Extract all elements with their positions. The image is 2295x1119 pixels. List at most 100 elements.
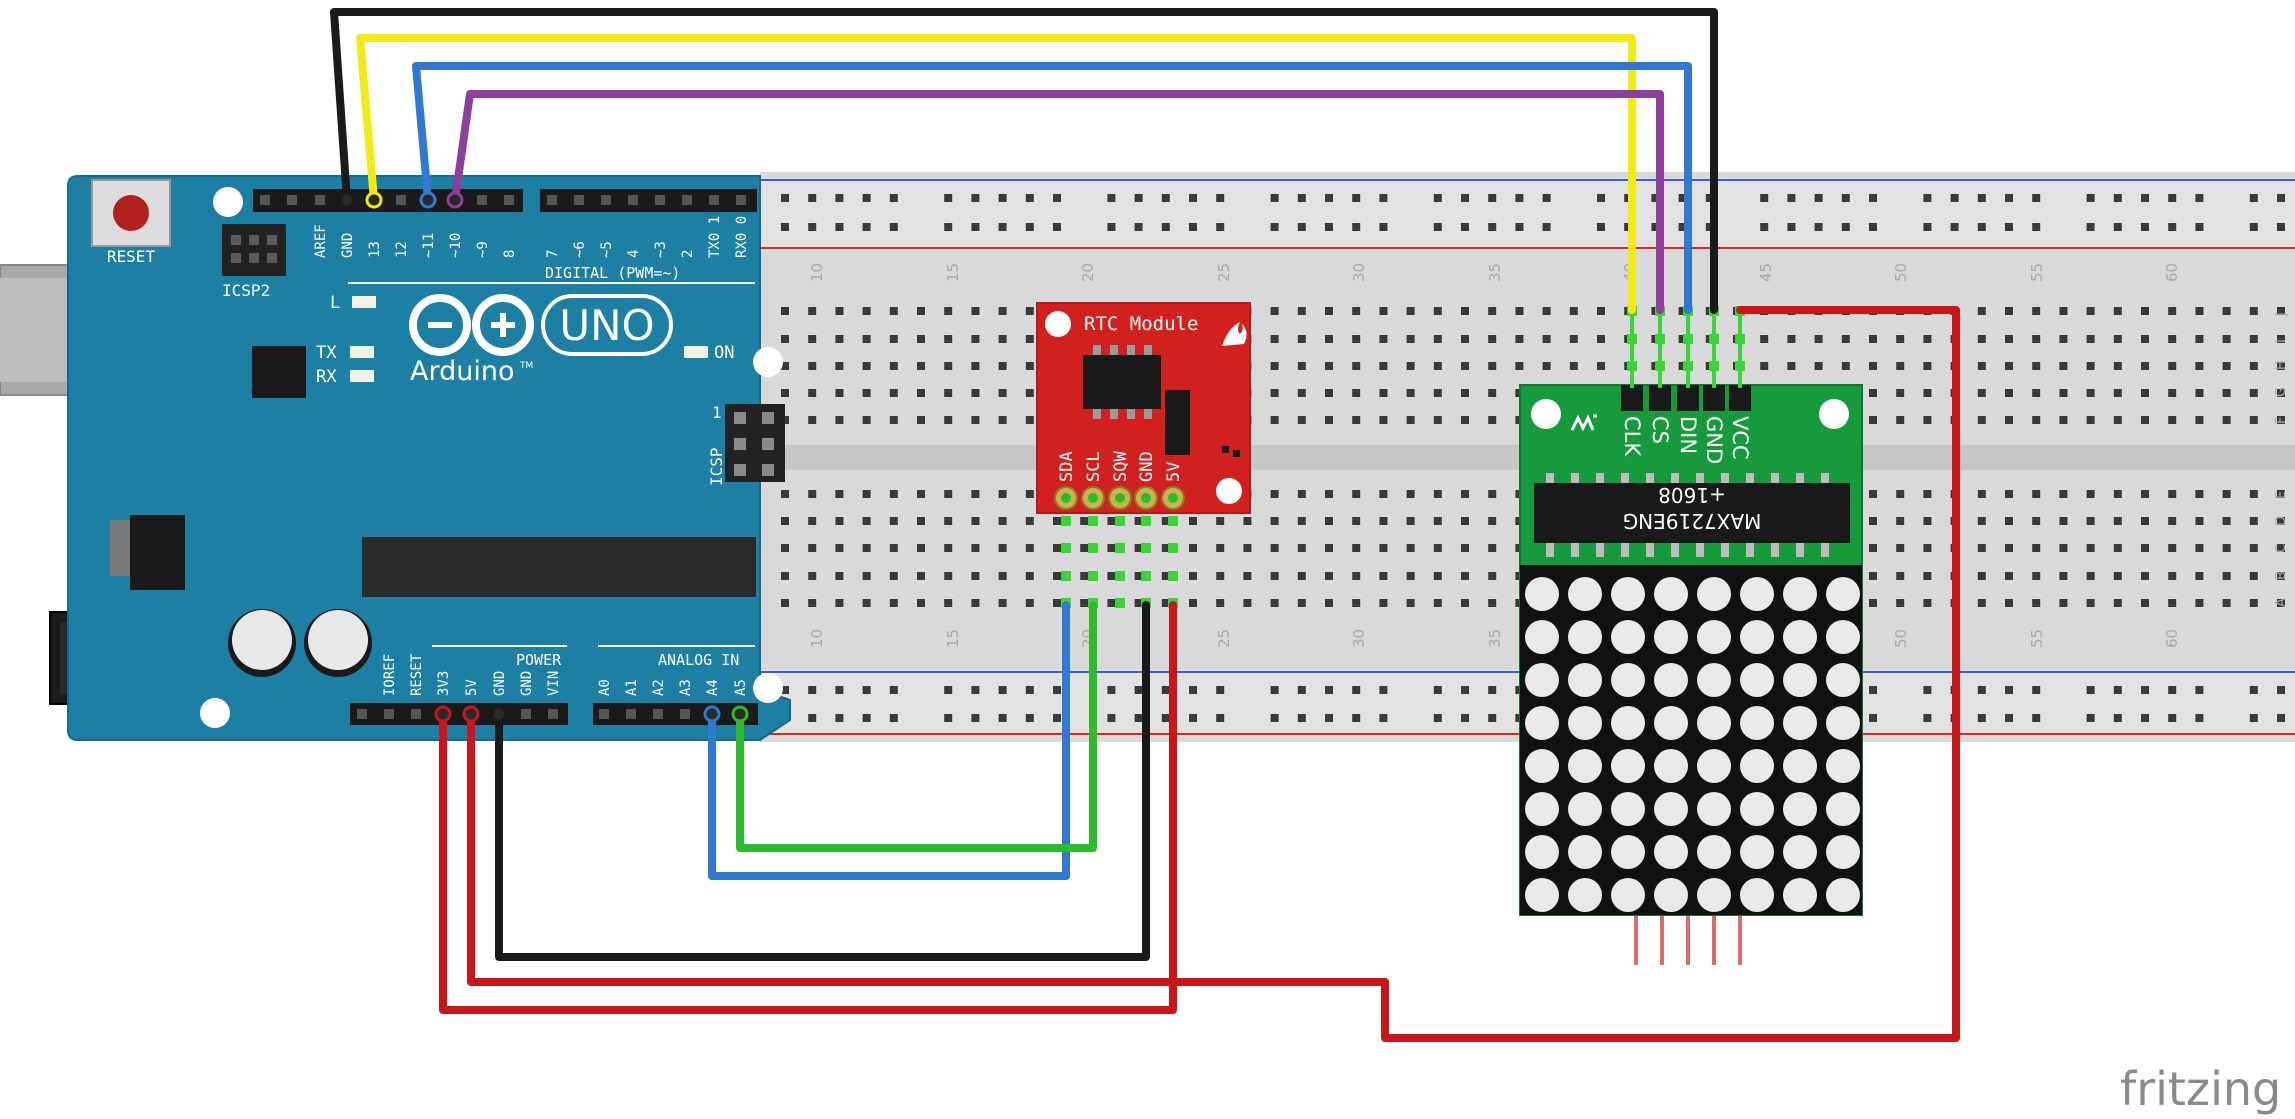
power-pin-label: GND — [519, 671, 535, 696]
chip-leg — [1721, 473, 1729, 483]
matrix-led — [1783, 620, 1817, 654]
breadboard-top-rail — [760, 178, 2295, 248]
matrix-pin-label: CLK — [1620, 416, 1644, 457]
terminal-hole — [1433, 490, 1442, 498]
icsp2-label: ICSP2 — [222, 281, 270, 300]
logo-infinity-left — [409, 294, 471, 356]
terminal-hole — [2059, 389, 2068, 397]
digital-pin — [396, 195, 406, 205]
rail-hole — [2168, 714, 2177, 722]
terminal-hole — [1406, 362, 1415, 370]
digital-pin — [504, 195, 514, 205]
reset-button[interactable] — [113, 195, 149, 231]
rtc-pins — [1054, 486, 1185, 510]
wire-end — [434, 705, 452, 723]
terminal-hole — [835, 544, 844, 552]
terminal-hole — [2168, 307, 2177, 315]
terminal-hole — [2249, 544, 2258, 552]
rail-hole — [1461, 686, 1469, 694]
rail-hole — [998, 194, 1007, 202]
matrix-led — [1740, 878, 1774, 912]
connected-hole — [1061, 543, 1071, 553]
matrix-leg — [1738, 880, 1742, 965]
rtc-smd-1 — [1222, 446, 1229, 453]
matrix-led — [1826, 792, 1860, 826]
terminal-hole — [1461, 307, 1469, 315]
terminal-hole — [2222, 517, 2231, 525]
chip-leg — [1696, 543, 1704, 557]
terminal-hole — [2005, 389, 2013, 397]
terminal-hole — [1080, 572, 1089, 580]
terminal-hole — [2277, 362, 2285, 370]
terminal-hole — [1053, 572, 1061, 580]
terminal-hole — [1297, 490, 1306, 498]
arduino-logo-text: Arduino — [410, 356, 514, 387]
terminal-hole — [835, 307, 844, 315]
connected-hole — [1115, 598, 1125, 608]
rail-hole — [1488, 194, 1497, 202]
matrix-led — [1654, 835, 1688, 869]
rail-hole — [2086, 223, 2095, 231]
analog-pin — [680, 709, 690, 719]
rail-hole — [944, 223, 953, 231]
terminal-hole — [1025, 335, 1034, 343]
terminal-hole — [1433, 389, 1442, 397]
terminal-hole — [889, 599, 898, 607]
terminal-hole — [889, 335, 898, 343]
terminal-hole — [1025, 307, 1034, 315]
terminal-hole — [781, 389, 789, 397]
terminal-hole — [2113, 335, 2122, 343]
terminal-hole — [1270, 362, 1279, 370]
terminal-hole — [2222, 572, 2231, 580]
terminal-hole — [1325, 307, 1333, 315]
rtc-title: RTC Module — [1084, 313, 1198, 335]
rail-hole — [1270, 194, 1279, 202]
terminal-hole — [2086, 389, 2095, 397]
connected-hole — [1141, 571, 1151, 581]
power-pin — [384, 709, 394, 719]
analog-pin-label: A4 — [705, 679, 721, 696]
terminal-hole — [889, 490, 898, 498]
rail-hole — [1270, 223, 1279, 231]
terminal-hole — [2059, 517, 2068, 525]
terminal-hole — [835, 416, 844, 424]
terminal-hole — [998, 389, 1007, 397]
sparkfun-flame-icon — [1222, 322, 1247, 346]
terminal-hole — [808, 572, 817, 580]
rail-hole — [2141, 223, 2149, 231]
terminal-hole — [1406, 335, 1415, 343]
terminal-hole — [1896, 490, 1905, 498]
terminal-hole — [2032, 544, 2041, 552]
terminal-hole — [1923, 416, 1932, 424]
rail-hole — [808, 686, 817, 694]
chip-leg — [1796, 473, 1804, 483]
terminal-hole — [1896, 517, 1905, 525]
rail-hole — [781, 223, 789, 231]
rail-hole — [2195, 686, 2204, 694]
rail-hole — [1379, 223, 1388, 231]
terminal-hole — [917, 307, 925, 315]
rail-hole — [1869, 223, 1877, 231]
matrix-led — [1783, 663, 1817, 697]
terminal-hole — [781, 362, 789, 370]
rtc-chip — [1083, 355, 1161, 409]
led-l — [352, 296, 376, 308]
rail-hole — [1053, 714, 1061, 722]
chip-leg — [1621, 473, 1629, 483]
led-tx — [350, 346, 374, 358]
matrix-pin-label: VCC — [1728, 416, 1752, 460]
terminal-hole — [2249, 389, 2258, 397]
rtc-pin-label: 5V — [1164, 462, 1184, 482]
rail-hole — [998, 714, 1007, 722]
rail-hole — [889, 223, 898, 231]
digital-pin-label: ~3 — [653, 241, 669, 258]
terminal-hole — [1352, 416, 1361, 424]
rail-hole — [862, 714, 871, 722]
rail-hole — [971, 223, 980, 231]
wire-sda-blue — [708, 601, 1070, 880]
terminal-hole — [1270, 416, 1279, 424]
rail-hole — [2086, 686, 2095, 694]
terminal-hole — [889, 572, 898, 580]
